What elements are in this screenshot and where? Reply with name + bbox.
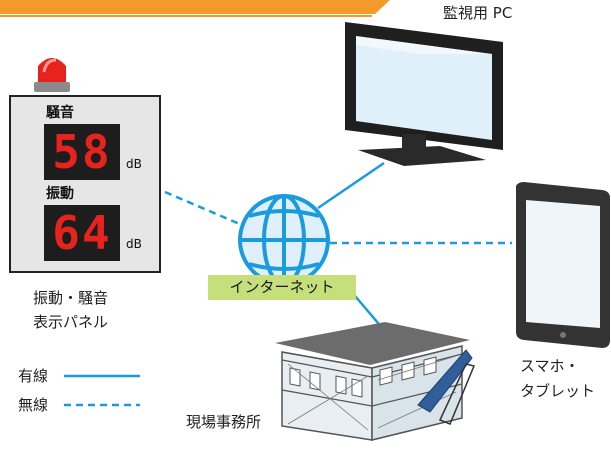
wireless-link-panel: [164, 190, 243, 227]
vibration-label: 振動: [46, 186, 74, 202]
internet-label: インターネット: [208, 275, 356, 300]
noise-unit: dB: [126, 157, 142, 171]
tablet-caption-line2: タブレット: [520, 382, 596, 400]
monitor-label: 監視用 PC: [443, 4, 513, 22]
wired-link-monitor: [317, 161, 385, 210]
display-panel: [9, 95, 161, 273]
office-label: 現場事務所: [186, 413, 262, 431]
noise-display: 58: [52, 125, 112, 179]
panel-caption-line2: 表示パネル: [33, 313, 109, 331]
legend-wired-label: 有線: [18, 367, 49, 385]
tablet-caption-line1: スマホ・: [520, 357, 580, 375]
building-icon: [275, 322, 476, 441]
vibration-display: 64: [52, 206, 112, 260]
panel-caption-line1: 振動・騒音: [33, 289, 109, 307]
globe-icon: [238, 194, 330, 286]
siren-light-icon: [34, 58, 70, 92]
legend-wireless-label: 無線: [18, 396, 49, 414]
vibration-unit: dB: [126, 237, 142, 251]
monitor-icon: [345, 22, 503, 166]
connections: [164, 161, 512, 331]
top-banner: [0, 0, 390, 17]
noise-label: 騒音: [46, 105, 74, 121]
legend: [64, 374, 140, 407]
tablet-icon: [516, 182, 610, 348]
